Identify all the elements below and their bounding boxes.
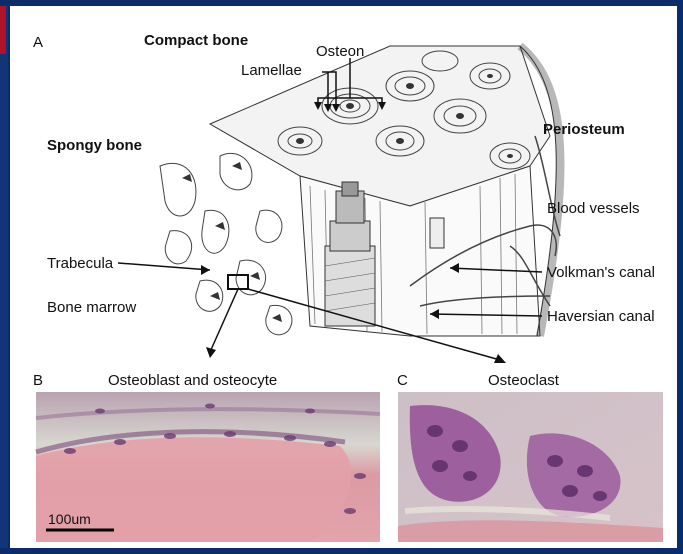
panel-b-letter: B xyxy=(33,372,43,389)
bone-marrow-label: Bone marrow xyxy=(47,299,136,316)
osteon-label: Osteon xyxy=(316,43,364,60)
spongy-bone-label: Spongy bone xyxy=(47,137,142,154)
panel-a-letter: A xyxy=(33,34,43,51)
figure-panel: A Compact bone Osteon Lamellae Spongy bo… xyxy=(10,6,677,548)
blood-vessels-label: Blood vessels xyxy=(547,200,640,217)
left-accent-bar xyxy=(0,6,8,548)
scale-bar-label: 100um xyxy=(48,511,91,527)
spongy-dark-fragments xyxy=(182,162,282,322)
trabecula-label: Trabecula xyxy=(47,255,113,272)
panel-b-title: Osteoblast and osteocyte xyxy=(108,372,277,389)
compact-bone-label: Compact bone xyxy=(144,32,248,49)
histology-panel-c xyxy=(398,392,663,542)
volkmans-canal-label: Volkman's canal xyxy=(547,264,655,281)
panel-c-title: Osteoclast xyxy=(488,372,559,389)
periosteum-label: Periosteum xyxy=(543,121,625,138)
spongy-bone-trabeculae xyxy=(160,153,292,334)
lamellae-label: Lamellae xyxy=(241,62,302,79)
red-accent xyxy=(0,6,6,54)
canal-detail xyxy=(430,218,444,248)
panel-c-letter: C xyxy=(397,372,408,389)
haversian-canal-label: Haversian canal xyxy=(547,308,655,325)
bone-block-diagram xyxy=(160,46,560,336)
